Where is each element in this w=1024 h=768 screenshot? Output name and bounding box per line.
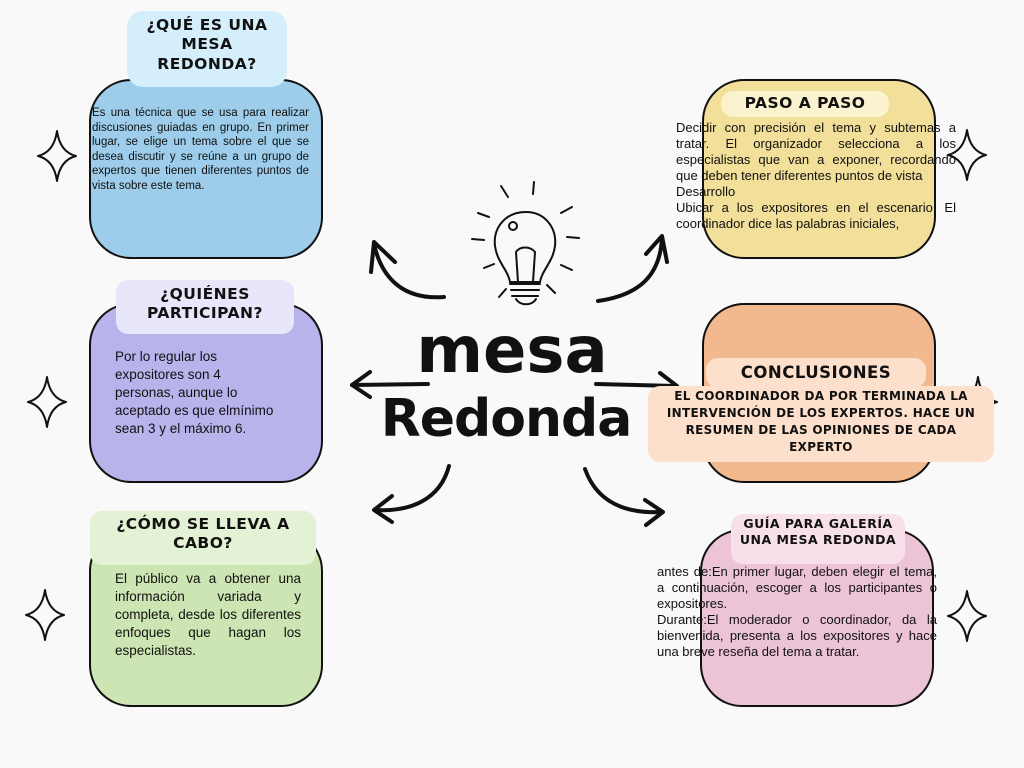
curved-arrow-icon: [350, 382, 430, 387]
que-es-body: Es una técnica que se usa para realizar …: [92, 107, 309, 192]
paso-line-1: Decidir con precisión el tema y subtemas…: [676, 120, 956, 183]
conclusiones-body: EL COORDINADOR DA POR TERMINADA LA INTER…: [648, 386, 994, 462]
guia-body: antes de:En primer lugar, deben elegir e…: [657, 564, 937, 660]
sparkle-icon: [25, 589, 65, 641]
curved-arrow-icon: [596, 236, 664, 303]
guia-title: GUÍA PARA GALERÍA UNA MESA REDONDA: [731, 514, 905, 564]
sparkle-icon: [947, 590, 987, 642]
sparkle-icon: [947, 129, 987, 181]
curved-arrow-icon: [372, 242, 446, 300]
curved-arrow-icon: [583, 467, 664, 515]
guia-line-2: Durante:El moderador o coordinador, da l…: [657, 612, 937, 659]
sparkle-icon: [27, 376, 67, 428]
que-es-title: ¿QUÉ ES UNA MESA REDONDA?: [127, 11, 287, 87]
quienes-title: ¿QUIÉNES PARTICIPAN?: [116, 280, 294, 334]
como-title: ¿CÓMO SE LLEVA A CABO?: [90, 511, 316, 565]
center-title-line1: mesa: [416, 314, 608, 388]
conclusiones-title: CONCLUSIONES: [706, 358, 926, 388]
quienes-body: Por lo regular los expositores son 4 per…: [115, 349, 274, 436]
curved-arrow-icon: [594, 382, 678, 388]
lightbulb-icon: [471, 181, 580, 306]
paso-line-2: Desarrollo: [676, 184, 736, 199]
guia-line-1: antes de:En primer lugar, deben elegir e…: [657, 564, 937, 611]
paso-title: PASO A PASO: [721, 91, 889, 117]
paso-body: Decidir con precisión el tema y subtemas…: [676, 120, 956, 232]
sparkle-icon: [37, 130, 77, 182]
paso-line-3: Ubicar a los expositores en el escenario…: [676, 200, 956, 231]
curved-arrow-icon: [373, 464, 451, 513]
como-body: El público va a obtener una información …: [115, 571, 301, 658]
center-title-line2: Redonda: [380, 389, 633, 449]
